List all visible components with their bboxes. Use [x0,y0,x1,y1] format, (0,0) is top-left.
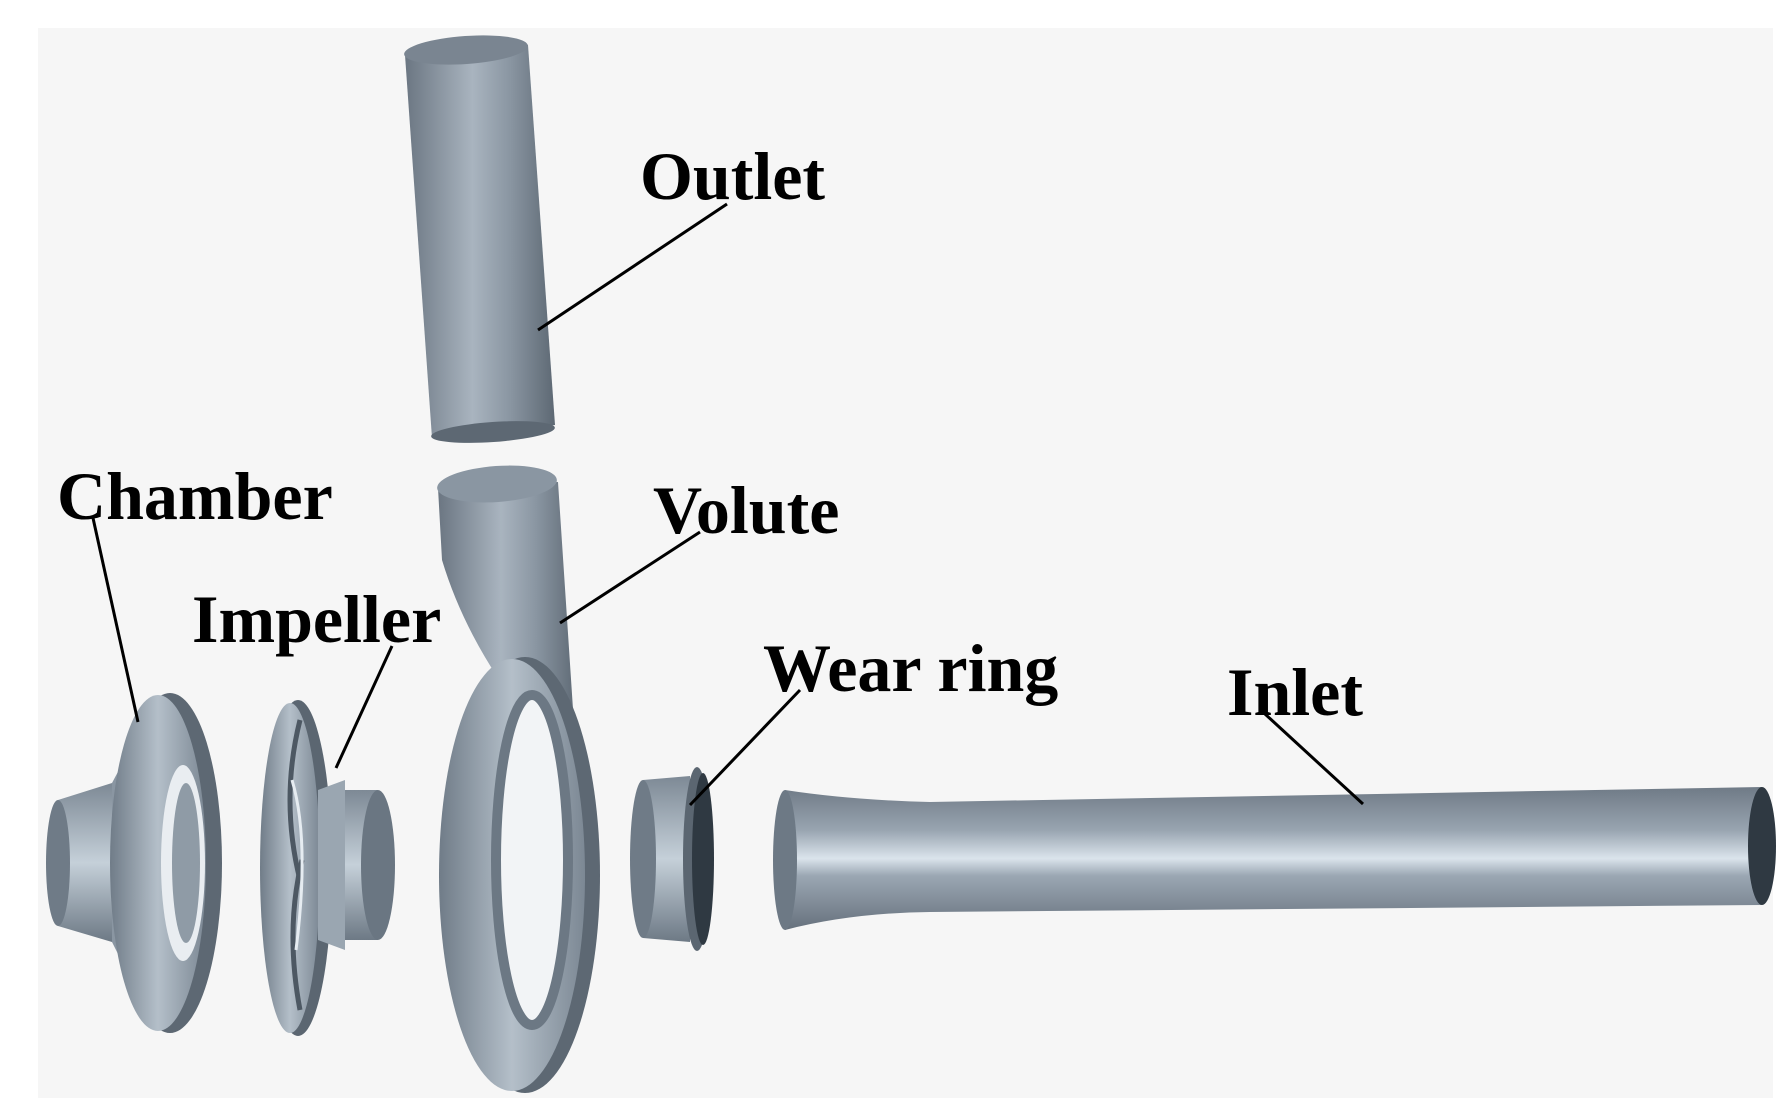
leader-lines [91,202,1365,807]
leader-inlet [1263,712,1365,806]
label-wear-ring: Wear ring [763,630,1059,706]
leader-impeller [334,645,394,769]
inlet-pipe [773,787,1776,930]
leader-chamber [91,517,140,723]
label-inlet: Inlet [1227,654,1363,730]
chamber-part [46,693,222,1033]
leader-outlet [537,202,728,332]
label-chamber: Chamber [57,458,333,534]
impeller-part [260,700,395,1036]
leader-volute [559,530,701,625]
leader-wear-ring [688,688,802,807]
label-impeller: Impeller [192,581,442,657]
wear-ring-part [630,767,714,951]
label-volute: Volute [653,472,840,548]
outlet-pipe [404,35,555,443]
label-outlet: Outlet [640,138,826,214]
volute-casing [437,465,600,1093]
